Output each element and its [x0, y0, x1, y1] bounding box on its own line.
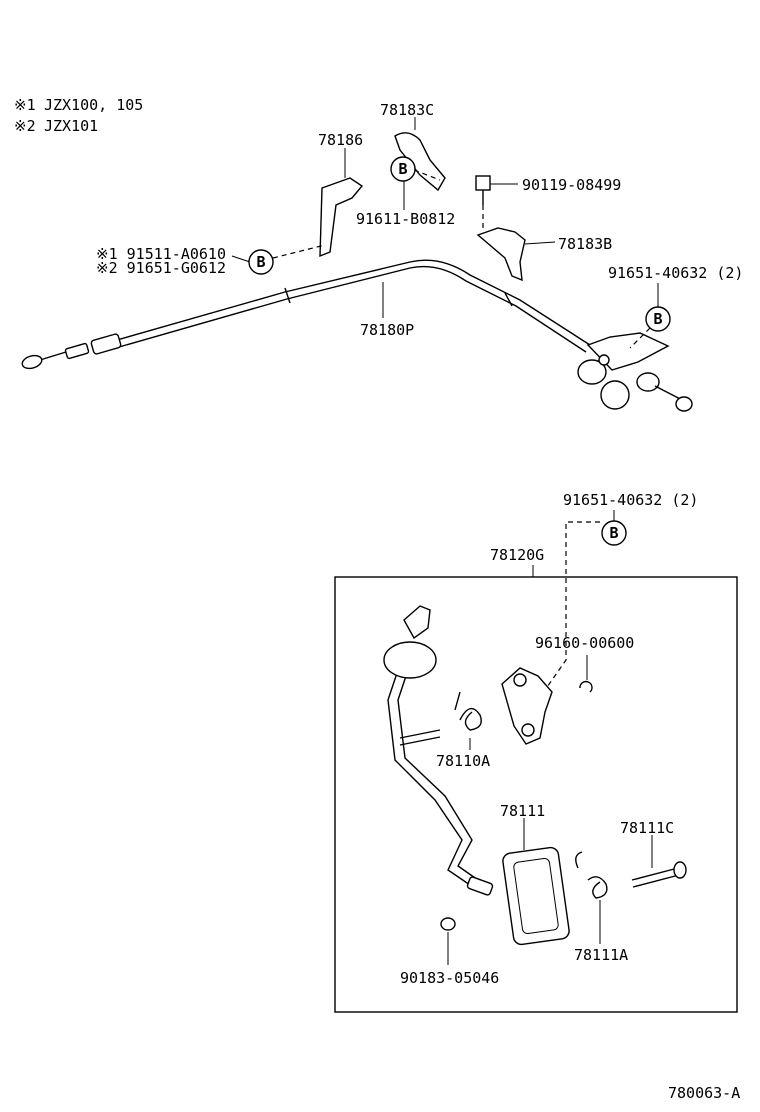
pedal-assembly-box: [334, 576, 738, 1013]
pin-78111C-head: [673, 861, 687, 879]
marker-b-4: [601, 520, 627, 546]
upper-part-labels: 78183C 78186 90119-08499 91611-B0812 781…: [96, 101, 743, 339]
spring-78111A: [587, 876, 608, 899]
label-78111: 78111: [500, 802, 545, 820]
label-91651-40632-upper: 91651-40632 (2): [608, 264, 743, 282]
clamp-78186: [319, 177, 364, 258]
bracket-boss: [577, 359, 607, 385]
label-90183-05046: 90183-05046: [400, 969, 499, 987]
reference-markers-upper: B B B: [248, 156, 671, 332]
figure-id: 780063-A: [668, 1084, 740, 1102]
cable-line-upper: [109, 259, 591, 346]
spring-78111A-arm: [575, 851, 583, 869]
leader-78183B: [524, 241, 556, 245]
cable-line-lower: [111, 265, 587, 353]
dash-91511: [272, 244, 326, 259]
label-90119-08499: 90119-08499: [522, 176, 621, 194]
marker-b-3: [645, 306, 671, 332]
pedal-pad-78111: [502, 846, 570, 946]
clip-96160: [579, 680, 593, 693]
cable-nut: [64, 342, 90, 360]
clamp-78183B: [476, 227, 526, 282]
note-2-text: JZX101: [44, 117, 98, 135]
marker-b-2: [248, 249, 274, 275]
label-91651-G0612: ※2 91651-G0612: [96, 259, 226, 277]
bracket-hole: [598, 354, 610, 366]
label-78183C: 78183C: [380, 101, 434, 119]
pin-78111C-top: [631, 867, 679, 881]
label-78186: 78186: [318, 131, 363, 149]
pedal-arm-outer: [387, 669, 471, 886]
note-2-mark: ※2: [14, 117, 36, 135]
pin-78111C-bottom: [632, 874, 680, 888]
spring-78110A-tail: [454, 691, 461, 711]
upper-leader-lines: [231, 117, 659, 349]
leader-91511: [231, 255, 251, 263]
label-91651-40632-lower: 91651-40632 (2): [563, 491, 698, 509]
spring-78110A: [459, 707, 482, 731]
note-1-mark: ※1: [14, 96, 36, 114]
pedal-arm-pivot-drum: [383, 641, 437, 679]
marker-b-4-label: B: [609, 524, 618, 542]
label-91611-B0812: 91611-B0812: [356, 210, 455, 228]
pedal-bracket-hole: [513, 673, 527, 687]
label-78111A: 78111A: [574, 946, 628, 964]
pedal-assembly: 91651-40632 (2) B 78120G: [334, 491, 738, 1013]
label-78110A: 78110A: [436, 752, 490, 770]
pedal-arm-top-tab: [403, 605, 431, 640]
note-1-text: JZX100, 105: [44, 96, 143, 114]
pedal-pivot-shaft: [399, 729, 441, 739]
marker-b-1-label: B: [398, 160, 407, 178]
cable-end-ball: [21, 354, 43, 370]
pedal-bracket: [501, 667, 553, 745]
label-78120G: 78120G: [490, 546, 544, 564]
bracket-bolt-head: [675, 396, 693, 412]
clamp-78183C: [394, 132, 446, 192]
cable-joint-2: [504, 292, 513, 307]
throttle-cable-assembly: [21, 132, 693, 412]
bracket-washer: [636, 372, 660, 392]
pedal-pad-inner: [513, 857, 559, 935]
dash-91611: [413, 169, 441, 181]
model-notes: ※1 JZX100, 105 ※2 JZX101: [14, 96, 143, 135]
marker-b-3-label: B: [653, 310, 662, 328]
label-91511-A0610: ※1 91511-A0610: [96, 245, 226, 263]
pedal-pivot-shaft-2: [399, 736, 441, 746]
pedal-arm-inner: [397, 669, 479, 881]
label-96160-00600: 96160-00600: [535, 634, 634, 652]
marker-b-2-label: B: [256, 253, 265, 271]
cable-inner-wire: [39, 351, 67, 361]
pedal-arm-end: [466, 876, 494, 896]
bracket-grommet: [600, 380, 630, 410]
clip-90183: [440, 917, 456, 931]
label-78180P: 78180P: [360, 321, 414, 339]
label-78111C: 78111C: [620, 819, 674, 837]
label-78183B: 78183B: [558, 235, 612, 253]
marker-b-1: [390, 156, 416, 182]
dash-91651b: [544, 521, 600, 691]
pedal-bracket-hole-2: [521, 723, 535, 737]
dash-91651a: [629, 327, 651, 349]
bolt-90119-head: [475, 175, 491, 191]
cable-joint-1: [284, 287, 291, 304]
cable-adjuster: [90, 333, 122, 355]
